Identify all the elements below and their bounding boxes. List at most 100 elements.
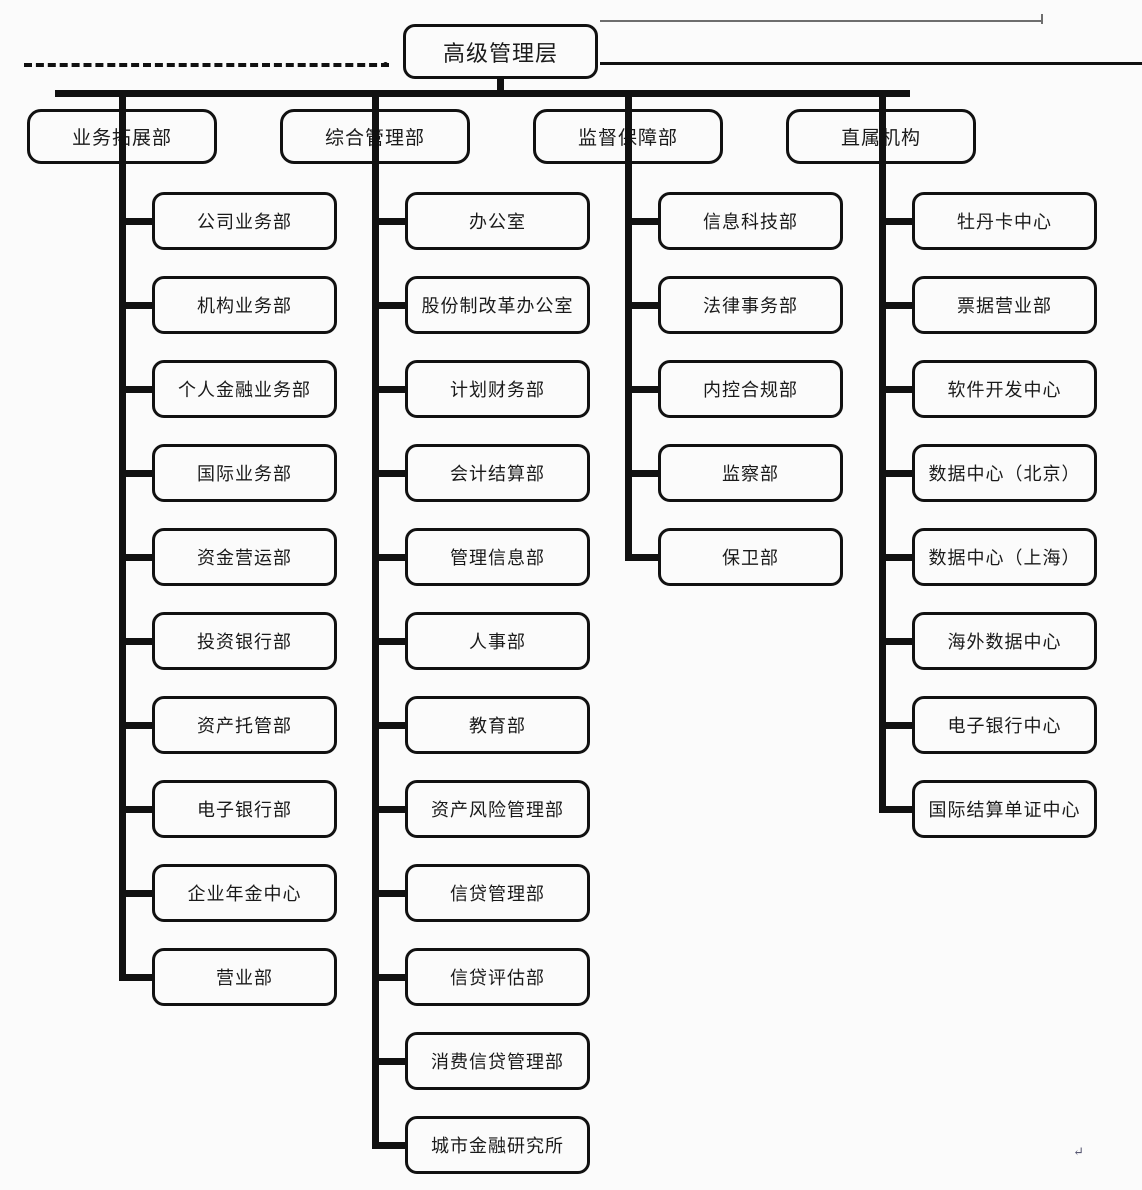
node-department[interactable]: 管理信息部 bbox=[405, 528, 590, 586]
node-department-label: 资产托管部 bbox=[197, 716, 292, 736]
node-department[interactable]: 国际结算单证中心 bbox=[912, 780, 1097, 838]
node-department[interactable]: 保卫部 bbox=[658, 528, 843, 586]
connector-stub bbox=[372, 1058, 408, 1065]
node-department-label: 计划财务部 bbox=[450, 380, 545, 400]
node-department[interactable]: 城市金融研究所 bbox=[405, 1116, 590, 1174]
node-department-label: 保卫部 bbox=[722, 548, 779, 568]
node-department[interactable]: 股份制改革办公室 bbox=[405, 276, 590, 334]
connector-stub bbox=[372, 1142, 408, 1149]
node-department[interactable]: 信息科技部 bbox=[658, 192, 843, 250]
connector-stub bbox=[372, 554, 408, 561]
node-department-label: 票据营业部 bbox=[957, 296, 1052, 316]
connector-stub bbox=[372, 470, 408, 477]
connector-stub bbox=[372, 386, 408, 393]
node-root-label: 高级管理层 bbox=[442, 40, 558, 66]
node-department-label: 牡丹卡中心 bbox=[957, 212, 1052, 232]
connector-stub bbox=[879, 470, 915, 477]
node-department-label: 城市金融研究所 bbox=[431, 1136, 564, 1156]
node-department[interactable]: 办公室 bbox=[405, 192, 590, 250]
connector-stub bbox=[372, 890, 408, 897]
node-department[interactable]: 个人金融业务部 bbox=[152, 360, 337, 418]
connector-stub bbox=[879, 218, 915, 225]
node-department[interactable]: 电子银行部 bbox=[152, 780, 337, 838]
connector-horizontal-bus bbox=[55, 90, 910, 97]
node-department[interactable]: 数据中心（上海） bbox=[912, 528, 1097, 586]
connector-stub bbox=[625, 218, 661, 225]
node-department-label: 人事部 bbox=[469, 632, 526, 652]
node-department[interactable]: 营业部 bbox=[152, 948, 337, 1006]
node-department-label: 管理信息部 bbox=[450, 548, 545, 568]
node-department[interactable]: 监察部 bbox=[658, 444, 843, 502]
node-department[interactable]: 内控合规部 bbox=[658, 360, 843, 418]
node-department[interactable]: 会计结算部 bbox=[405, 444, 590, 502]
node-department-label: 软件开发中心 bbox=[947, 380, 1062, 400]
node-department-label: 电子银行部 bbox=[197, 800, 292, 820]
connector-stub bbox=[625, 302, 661, 309]
node-root[interactable]: 高级管理层 bbox=[403, 24, 598, 79]
node-department[interactable]: 电子银行中心 bbox=[912, 696, 1097, 754]
connector-stub bbox=[625, 386, 661, 393]
node-department[interactable]: 资产托管部 bbox=[152, 696, 337, 754]
node-department[interactable]: 计划财务部 bbox=[405, 360, 590, 418]
connector-stub bbox=[879, 554, 915, 561]
connector-stub bbox=[372, 638, 408, 645]
connector-stub bbox=[119, 722, 155, 729]
connector-stub bbox=[119, 974, 155, 981]
node-department[interactable]: 公司业务部 bbox=[152, 192, 337, 250]
node-department[interactable]: 票据营业部 bbox=[912, 276, 1097, 334]
connector-trunk-3 bbox=[625, 93, 632, 561]
node-department-label: 企业年金中心 bbox=[187, 884, 302, 904]
thin-gray-rule-right bbox=[600, 20, 1043, 22]
node-department[interactable]: 软件开发中心 bbox=[912, 360, 1097, 418]
node-department[interactable]: 资产风险管理部 bbox=[405, 780, 590, 838]
connector-root-stem bbox=[497, 79, 504, 96]
dashed-rule-left bbox=[24, 63, 389, 67]
connector-trunk-1 bbox=[119, 93, 126, 981]
node-department[interactable]: 国际业务部 bbox=[152, 444, 337, 502]
connector-stub bbox=[119, 554, 155, 561]
connector-stub bbox=[372, 974, 408, 981]
node-department-label: 电子银行中心 bbox=[947, 716, 1062, 736]
node-department-label: 会计结算部 bbox=[450, 464, 545, 484]
connector-stub bbox=[119, 890, 155, 897]
node-department-label: 办公室 bbox=[469, 212, 526, 232]
node-department[interactable]: 消费信贷管理部 bbox=[405, 1032, 590, 1090]
paragraph-mark-artifact: ↵ bbox=[1073, 1144, 1084, 1159]
node-department[interactable]: 信贷评估部 bbox=[405, 948, 590, 1006]
node-department-label: 信贷评估部 bbox=[450, 968, 545, 988]
node-department[interactable]: 资金营运部 bbox=[152, 528, 337, 586]
node-department-label: 公司业务部 bbox=[197, 212, 292, 232]
node-department-label: 内控合规部 bbox=[703, 380, 798, 400]
node-department[interactable]: 企业年金中心 bbox=[152, 864, 337, 922]
node-department-label: 股份制改革办公室 bbox=[421, 296, 574, 316]
node-department-label: 监察部 bbox=[722, 464, 779, 484]
node-department[interactable]: 教育部 bbox=[405, 696, 590, 754]
dashed-rule-end-dot bbox=[383, 62, 388, 67]
node-department[interactable]: 牡丹卡中心 bbox=[912, 192, 1097, 250]
connector-stub bbox=[879, 386, 915, 393]
node-department-label: 数据中心（北京） bbox=[928, 464, 1081, 484]
node-department-label: 数据中心（上海） bbox=[928, 548, 1081, 568]
node-department[interactable]: 投资银行部 bbox=[152, 612, 337, 670]
connector-stub bbox=[879, 806, 915, 813]
connector-stub bbox=[625, 554, 661, 561]
node-department-label: 机构业务部 bbox=[197, 296, 292, 316]
node-department[interactable]: 机构业务部 bbox=[152, 276, 337, 334]
node-department-label: 海外数据中心 bbox=[947, 632, 1062, 652]
node-department[interactable]: 海外数据中心 bbox=[912, 612, 1097, 670]
node-department[interactable]: 人事部 bbox=[405, 612, 590, 670]
thin-gray-rule-tick bbox=[1041, 14, 1043, 24]
node-department[interactable]: 数据中心（北京） bbox=[912, 444, 1097, 502]
node-department-label: 资产风险管理部 bbox=[431, 800, 564, 820]
node-department-label: 国际结算单证中心 bbox=[928, 800, 1081, 820]
node-department-label: 个人金融业务部 bbox=[178, 380, 311, 400]
node-department[interactable]: 信贷管理部 bbox=[405, 864, 590, 922]
connector-stub bbox=[372, 722, 408, 729]
connector-stub bbox=[372, 302, 408, 309]
node-department[interactable]: 法律事务部 bbox=[658, 276, 843, 334]
node-department-label: 信贷管理部 bbox=[450, 884, 545, 904]
node-department-label: 营业部 bbox=[216, 968, 273, 988]
connector-stub bbox=[879, 302, 915, 309]
connector-stub bbox=[119, 470, 155, 477]
